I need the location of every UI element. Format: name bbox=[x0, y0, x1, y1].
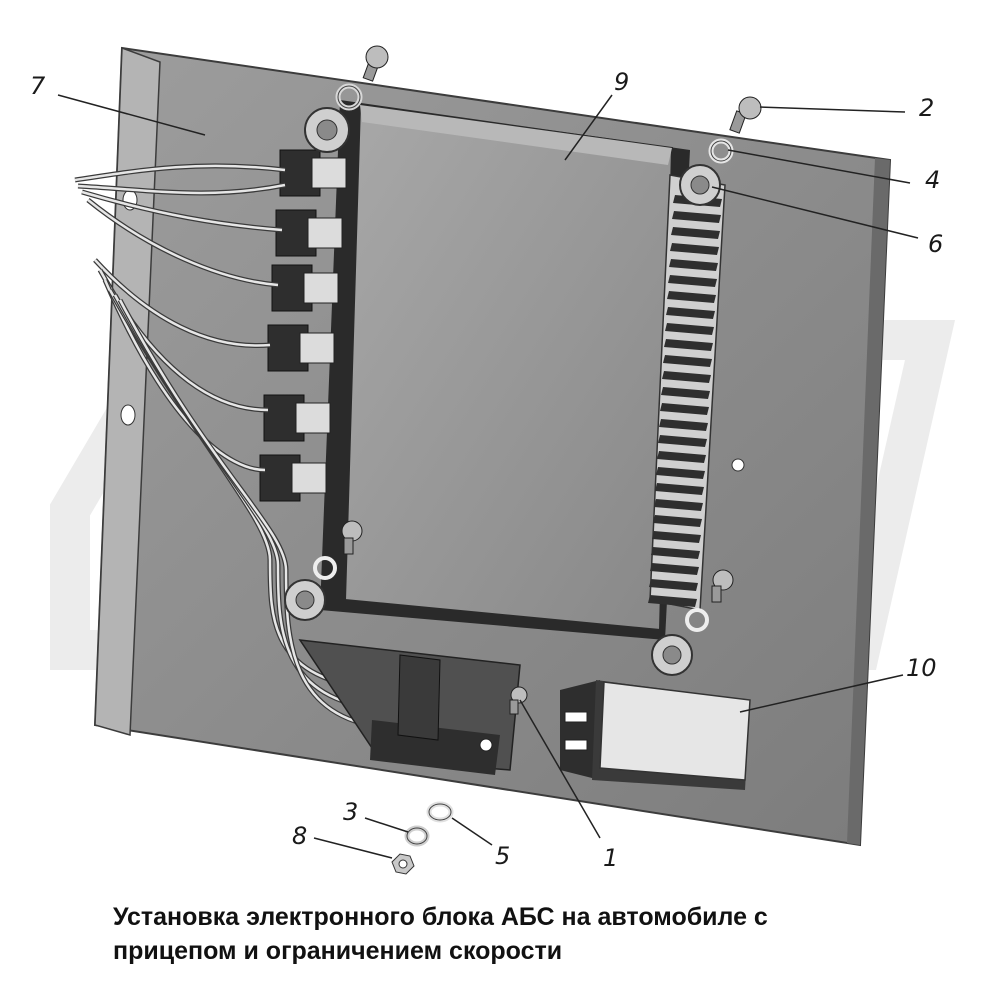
washer-3 bbox=[404, 825, 430, 847]
heatsink-fin bbox=[648, 595, 697, 607]
callout-4: 4 bbox=[925, 166, 941, 194]
screw-1 bbox=[509, 686, 528, 715]
callout-6: 6 bbox=[928, 230, 944, 258]
nut-8 bbox=[391, 853, 415, 875]
ecu-unit bbox=[320, 100, 690, 640]
caption-line-1: Установка электронного блока АБС на авто… bbox=[113, 903, 768, 931]
wire bbox=[94, 259, 271, 347]
plate-hole-right bbox=[731, 458, 745, 472]
heatsink-fin bbox=[667, 291, 716, 303]
callout-5: 5 bbox=[495, 842, 511, 870]
heatsink-fin bbox=[654, 499, 703, 511]
heatsink-fin bbox=[657, 451, 706, 463]
wire bbox=[77, 183, 286, 195]
bottom-connector-block bbox=[298, 639, 521, 775]
connector-latch bbox=[303, 272, 339, 304]
relay-box bbox=[560, 680, 751, 790]
connector-latch bbox=[295, 402, 331, 434]
heatsink-fin bbox=[672, 211, 721, 223]
leader-lines bbox=[57, 94, 919, 859]
connector-latch bbox=[307, 217, 343, 249]
heatsink-fin bbox=[650, 563, 699, 575]
wire bbox=[81, 190, 283, 232]
screw-2 bbox=[729, 96, 762, 134]
heatsink-fin bbox=[655, 483, 704, 495]
heatsink-fin bbox=[670, 243, 719, 255]
connector-stack bbox=[259, 149, 347, 502]
screw-lower-left bbox=[341, 520, 363, 555]
callout-3: 3 bbox=[343, 798, 359, 826]
heatsink-fin bbox=[659, 419, 708, 431]
screw-lower-right bbox=[711, 569, 734, 603]
wire bbox=[74, 164, 286, 182]
callout-1: 1 bbox=[603, 844, 619, 872]
heatsink-fin bbox=[662, 371, 711, 383]
connector-latch bbox=[311, 157, 347, 189]
wiring-harness bbox=[74, 163, 391, 731]
heatsink-fin bbox=[671, 227, 720, 239]
heatsink-fin bbox=[651, 547, 700, 559]
heatsink-fin bbox=[658, 435, 707, 447]
callout-7: 7 bbox=[30, 72, 46, 100]
heatsink-fin bbox=[669, 259, 718, 271]
mount-lugs bbox=[284, 107, 721, 676]
heatsink-fin bbox=[661, 387, 710, 399]
heatsink-fin bbox=[666, 307, 715, 319]
heatsink-fin bbox=[665, 323, 714, 335]
connector-latch bbox=[291, 462, 327, 494]
heatsink-fin bbox=[663, 355, 712, 367]
connector-latch bbox=[299, 332, 335, 364]
wire bbox=[118, 299, 391, 730]
plate-hole-lower bbox=[120, 404, 136, 426]
callout-9: 9 bbox=[614, 68, 630, 96]
heatsink-fin bbox=[653, 515, 702, 527]
screw-top-left bbox=[335, 45, 389, 111]
figure-caption: Установка электронного блока АБС на авто… bbox=[113, 900, 973, 968]
heatsink-fin bbox=[668, 275, 717, 287]
washer-5 bbox=[426, 801, 454, 823]
heatsink-fin bbox=[660, 403, 709, 415]
heatsink-fin bbox=[664, 339, 713, 351]
heatsink-fin bbox=[656, 467, 705, 479]
heatsink-fin bbox=[652, 531, 701, 543]
caption-line-2: прицепом и ограничением скорости bbox=[113, 937, 563, 965]
callout-8: 8 bbox=[292, 822, 308, 850]
callout-10: 10 bbox=[906, 654, 937, 682]
heatsink-fin bbox=[649, 579, 698, 591]
callout-2: 2 bbox=[919, 94, 935, 122]
wire bbox=[87, 199, 279, 287]
